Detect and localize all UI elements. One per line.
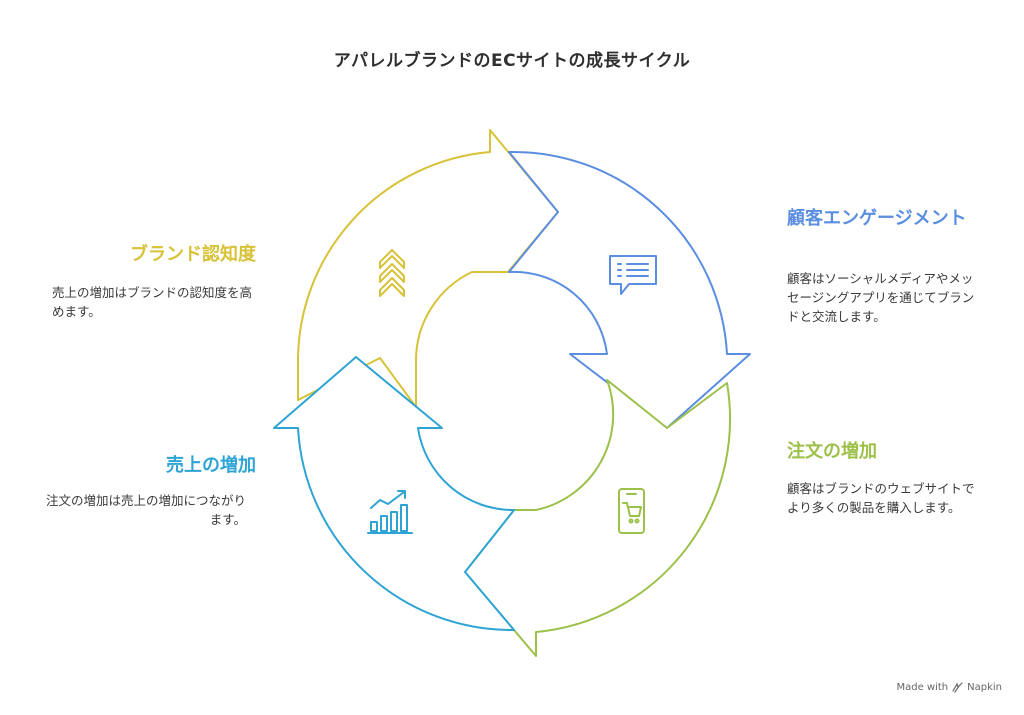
made-with-text: Made with xyxy=(896,682,949,693)
napkin-brand: Napkin xyxy=(967,682,1002,693)
stage-description-sales: 注文の増加は売上の増加につながります。 xyxy=(45,493,246,527)
chat-bubble-icon xyxy=(609,255,657,295)
sales-arrow xyxy=(273,356,515,632)
napkin-logo-icon xyxy=(952,682,963,693)
stage-description-engagement: 顧客はソーシャルメディアやメッセージングアプリを通じてブランドと交流します。 xyxy=(787,271,975,324)
engagement-arrow xyxy=(508,150,751,429)
awareness-arrow xyxy=(297,129,559,408)
stage-description-awareness: 売上の増加はブランドの認知度を高めます。 xyxy=(52,285,253,319)
orders-arrow xyxy=(464,379,732,657)
chevrons-up-icon xyxy=(379,249,405,297)
stage-description-orders: 顧客はブランドのウェブサイトでより多くの製品を購入します。 xyxy=(787,481,975,515)
mobile-cart-icon xyxy=(618,488,645,534)
stage-label-awareness: ブランド認知度 xyxy=(130,244,256,265)
stage-label-orders: 注文の増加 xyxy=(787,441,877,462)
stage-label-sales: 売上の増加 xyxy=(166,455,256,476)
page-title: アパレルブランドのECサイトの成長サイクル xyxy=(333,51,691,71)
stage-label-engagement: 顧客エンゲージメント xyxy=(787,208,967,229)
napkin-attribution[interactable]: Made with Napkin xyxy=(896,682,1002,693)
bar-chart-growth-icon xyxy=(367,490,413,534)
